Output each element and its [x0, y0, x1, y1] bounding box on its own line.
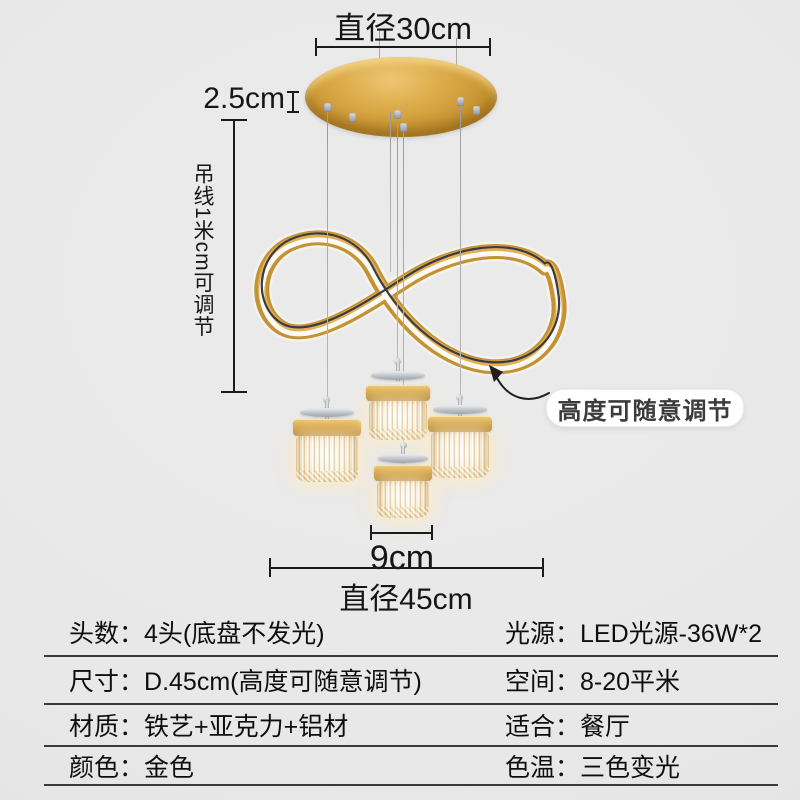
spec-label: 空间：	[505, 668, 581, 696]
dim-tick	[489, 38, 491, 56]
wire-connector	[349, 113, 356, 122]
wire-connector	[473, 106, 480, 115]
suspension-wire	[397, 114, 398, 364]
dim-tick	[287, 111, 299, 113]
dim-tick	[221, 391, 247, 393]
ribbon-gold-highlight	[257, 231, 564, 369]
lamp-gold-rim	[293, 419, 361, 436]
arrowhead-icon	[489, 365, 503, 382]
wire-connector	[324, 103, 331, 112]
ribbon-led-strip	[259, 237, 562, 372]
spec-value: LED光源-36W*2	[580, 619, 763, 648]
spec-cell-color: 颜色：金色	[44, 748, 478, 784]
spec-cell-color-temp: 色温：三色变光	[478, 748, 778, 784]
spec-value: 8-20平米	[580, 668, 681, 696]
spec-label: 适合：	[505, 713, 581, 741]
ribbon-glow-halo	[251, 227, 570, 377]
spec-label: 尺寸：	[69, 668, 145, 696]
spec-value: D.45cm(高度可随意调节)	[144, 668, 422, 696]
table-row: 颜色：金色 色温：三色变光	[44, 747, 778, 786]
lamp-canopy-disc	[378, 454, 428, 463]
dim-tick	[542, 558, 544, 577]
spec-cell-material: 材质：铁艺+亚克力+铝材	[44, 707, 478, 743]
spec-label: 色温：	[505, 753, 581, 782]
dim-line-wire-length	[233, 119, 235, 393]
lamp-gold-rim	[374, 465, 432, 481]
ribbon-gold-band	[254, 230, 567, 375]
height-adjustable-callout: 高度可随意调节	[546, 389, 744, 427]
dim-label-top-diameter: 直径30cm	[334, 11, 472, 46]
spec-value: 餐厅	[580, 713, 631, 741]
wire-connector	[400, 123, 407, 132]
pendant-lamp-left	[293, 396, 361, 486]
chrome-ball	[456, 394, 463, 401]
dim-line-overall-diameter	[270, 567, 543, 569]
spec-cell-heads: 头数：4头(底盘不发光)	[44, 614, 478, 650]
spec-cell-size: 尺寸：D.45cm(高度可随意调节)	[44, 662, 478, 698]
crystal-shade	[431, 432, 489, 478]
spec-label: 光源：	[505, 619, 581, 648]
ribbon-dark-stripe	[260, 232, 561, 364]
dim-tick	[315, 38, 317, 56]
spec-value: 铁艺+亚克力+铝材	[144, 713, 349, 741]
crystal-shade	[377, 481, 429, 518]
wire-connector	[457, 97, 464, 106]
spec-value: 三色变光	[580, 753, 681, 782]
lamp-canopy-disc	[371, 371, 425, 380]
chrome-ball	[400, 442, 407, 449]
spec-label: 材质：	[69, 713, 145, 741]
spec-value: 金色	[144, 753, 195, 782]
lamp-gold-rim	[428, 416, 492, 432]
spec-label: 颜色：	[69, 753, 145, 782]
crystal-shade	[296, 436, 358, 482]
crystal-shade	[369, 401, 427, 440]
spec-cell-light-source: 光源：LED光源-36W*2	[478, 614, 778, 650]
dim-line-plate-thickness	[292, 91, 294, 113]
dim-line-top-diameter	[316, 46, 490, 48]
dim-label-lamp-width: 9cm	[369, 539, 435, 577]
suspension-wire	[379, 30, 380, 76]
lamp-canopy-disc	[300, 408, 354, 417]
lamp-canopy-disc	[433, 405, 487, 414]
spec-cell-space: 空间：8-20平米	[478, 662, 778, 698]
lamp-gold-rim	[366, 385, 430, 401]
spec-label: 头数：	[69, 619, 145, 648]
dim-line-lamp-width	[371, 532, 432, 534]
dim-label-overall-diameter: 直径45cm	[339, 583, 473, 616]
pendant-lamp-top-center	[366, 358, 430, 443]
spec-cell-suitable: 适合：餐厅	[478, 707, 778, 743]
table-row: 材质：铁艺+亚克力+铝材 适合：餐厅	[44, 705, 778, 747]
dim-tick	[431, 525, 433, 540]
suspension-wire	[456, 38, 457, 78]
suspension-wire	[460, 100, 461, 398]
dim-label-plate-thickness: 2.5cm	[203, 82, 285, 115]
callout-text: 高度可随意调节	[557, 397, 733, 425]
pendant-lamp-right	[428, 394, 492, 480]
wire-connector	[394, 110, 401, 119]
pendant-lamp-bottom-center	[374, 442, 432, 520]
dim-label-wire-length: 吊线1米cm可调节	[191, 163, 214, 338]
table-row: 尺寸：D.45cm(高度可随意调节) 空间：8-20平米	[44, 657, 778, 705]
suspension-wire	[390, 112, 391, 272]
table-row: 头数：4头(底盘不发光) 光源：LED光源-36W*2	[44, 608, 778, 657]
spec-value: 4头(底盘不发光)	[144, 619, 325, 648]
suspension-wire	[327, 106, 328, 400]
chrome-ball	[323, 396, 330, 403]
spec-table: 头数：4头(底盘不发光) 光源：LED光源-36W*2 尺寸：D.45cm(高度…	[44, 608, 778, 786]
